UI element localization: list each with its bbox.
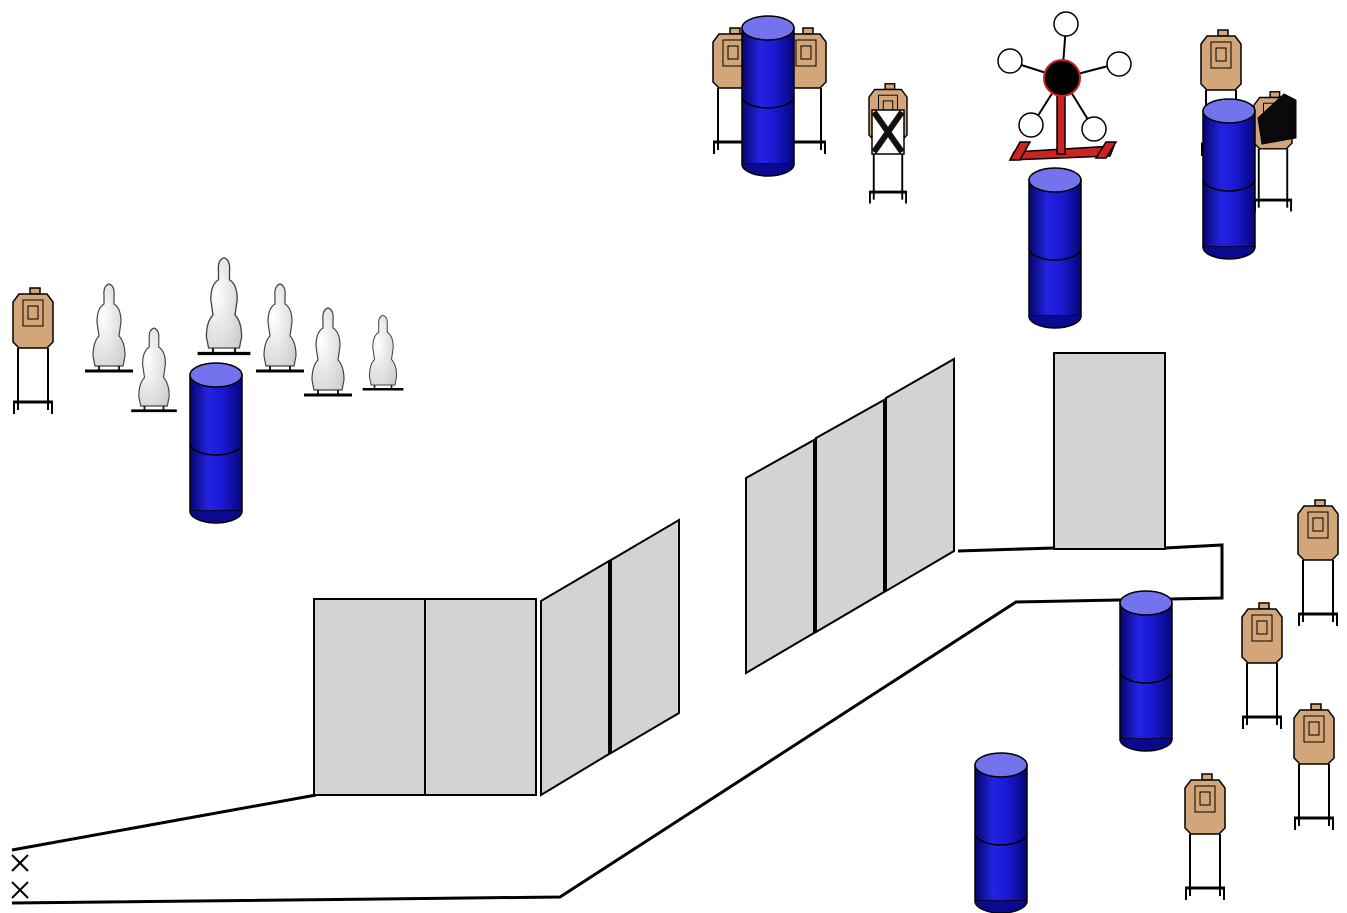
- steel-popper-icon: [361, 314, 405, 391]
- wall-group-middle: [745, 357, 955, 675]
- paper-target-icon: [11, 286, 55, 416]
- steel-popper-icon: [254, 282, 306, 373]
- tree-plate-icon: [1106, 51, 1132, 77]
- barrel-icon: [1202, 98, 1256, 260]
- steel-popper-icon: [302, 306, 354, 397]
- barrel-icon: [741, 15, 795, 177]
- tree-plate-icon: [1081, 116, 1107, 142]
- paper-target-group-top-right: [1199, 28, 1297, 213]
- start-mark-icon: [11, 881, 29, 899]
- wall-panel: [815, 398, 885, 634]
- wall-panel: [540, 559, 610, 797]
- paper-target-icon: [1240, 601, 1284, 731]
- steel-popper-group: [83, 256, 405, 413]
- wall-panel: [745, 438, 815, 675]
- barrel-icon: [1119, 590, 1173, 752]
- wall-panel: [610, 518, 680, 755]
- wall-panel: [313, 598, 426, 796]
- paper-target-group-left: [11, 286, 55, 416]
- tree-plate-icon: [1018, 112, 1044, 138]
- no-shoot-black-icon: [1257, 93, 1297, 145]
- shooting-area-boundary: [11, 543, 1224, 905]
- paper-target-icon: [1296, 498, 1340, 628]
- steel-popper-icon: [195, 256, 253, 356]
- tree-plate-icon: [1053, 11, 1079, 37]
- start-mark-icon: [11, 854, 29, 872]
- paper-target-with-no-shoot: [867, 82, 909, 205]
- wall-panel: [885, 357, 955, 593]
- tree-plate-icon: [997, 48, 1023, 74]
- paper-target-group-right: [1183, 498, 1340, 902]
- dueling-tree: [997, 11, 1132, 161]
- wall-panel-right: [1053, 352, 1166, 550]
- steel-popper-icon: [83, 282, 135, 373]
- start-position-marks: [11, 854, 29, 899]
- steel-popper-icon: [129, 326, 179, 413]
- tree-hub-icon: [1043, 59, 1081, 97]
- barrel-icon: [1028, 167, 1082, 329]
- no-shoot-icon: [871, 109, 905, 155]
- wall-group-left: [313, 518, 680, 797]
- barrel-icon: [189, 362, 243, 524]
- barrel-icon: [974, 752, 1028, 913]
- paper-target-icon: [1292, 702, 1336, 832]
- wall-panel: [424, 598, 537, 796]
- paper-target-icon: [1183, 772, 1227, 902]
